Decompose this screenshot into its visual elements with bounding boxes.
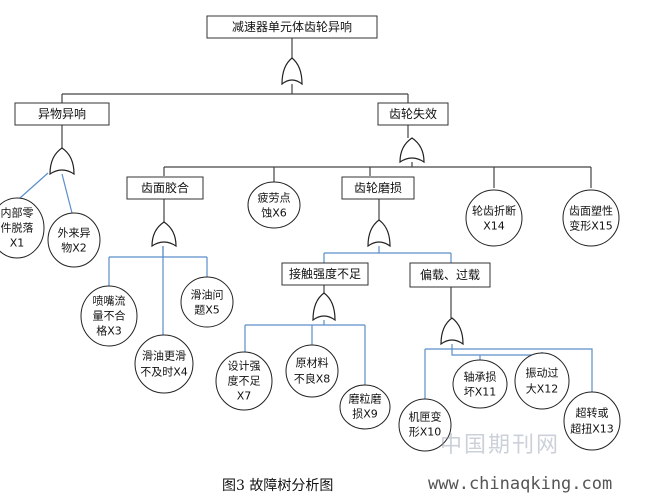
basic-event-x13: 超转或 超扭X13 xyxy=(563,391,621,451)
x11-line-2: 坏X11 xyxy=(464,386,497,399)
edge-contact-bus xyxy=(244,320,366,385)
x9-line-1: 磨粒磨 xyxy=(349,392,382,406)
node-gear-wear-label: 齿轮磨损 xyxy=(354,181,402,195)
node-face-glue-label: 齿面胶合 xyxy=(141,180,189,195)
basic-event-x5: 滑油问 题X5 xyxy=(180,276,234,328)
x14-line-2: X14 xyxy=(483,220,505,233)
edge-offload-bus xyxy=(424,344,593,400)
edge-top-bus xyxy=(61,84,409,103)
x4-line-2: 不及时X4 xyxy=(140,366,188,379)
edge-abnormal-x1 xyxy=(19,172,49,199)
x14-line-1: 轮齿折断 xyxy=(472,204,516,218)
basic-event-x14: 轮齿折断 X14 xyxy=(465,189,523,247)
watermark-url: www.chinaqking.com xyxy=(428,474,613,494)
or-gate-contact xyxy=(312,292,336,322)
basic-event-x8: 原材料 不良X8 xyxy=(285,344,339,398)
x6-line-2: 蚀X6 xyxy=(261,206,287,220)
x5-line-1: 滑油问 xyxy=(191,288,224,302)
node-offset-overload-label: 偏载、过载 xyxy=(420,267,480,282)
x7-line-1: 设计强 xyxy=(228,360,261,373)
x12-line-1: 振动过 xyxy=(526,366,559,380)
basic-event-x11: 轴承损 坏X11 xyxy=(452,359,508,409)
or-gate-gearfail xyxy=(399,137,425,164)
node-gear-failure: 齿轮失效 xyxy=(377,102,449,126)
basic-event-x9: 磨粒磨 损X9 xyxy=(339,384,391,430)
x1-line-1: 内部零 xyxy=(1,206,34,220)
x13-line-2: 超扭X13 xyxy=(570,422,614,436)
basic-event-x10: 机匣变 形X10 xyxy=(398,398,452,452)
basic-event-x7: 设计强 度不足 X7 xyxy=(215,351,273,411)
x15-line-2: 变形X15 xyxy=(569,219,613,233)
or-gate-offload xyxy=(440,317,464,346)
figure-caption: 图3 故障树分析图 xyxy=(222,478,334,494)
x5-line-2: 题X5 xyxy=(194,304,220,317)
node-contact-strength-label: 接触强度不足 xyxy=(289,266,361,281)
or-gate-faceglue xyxy=(151,221,177,248)
x2-line-2: 物X2 xyxy=(61,241,87,255)
x4-line-1: 滑油更滑 xyxy=(142,349,186,363)
node-gear-wear: 齿轮磨损 xyxy=(341,176,415,200)
x10-line-2: 形X10 xyxy=(409,426,442,439)
edge-gearwear-bus xyxy=(323,246,452,263)
basic-event-x6: 疲劳点 蚀X6 xyxy=(247,181,301,229)
node-abnormal-noise-label: 异物异响 xyxy=(38,106,86,121)
x10-line-1: 机匣变 xyxy=(409,410,442,424)
x2-line-1: 外来异 xyxy=(58,227,91,240)
x1-line-3: X1 xyxy=(10,237,25,250)
edge-gearfail-bus xyxy=(163,162,592,188)
node-top-event: 减速器单元体齿轮异响 xyxy=(206,15,378,39)
basic-event-x1: 内部零 件脱落 X1 xyxy=(0,197,45,259)
x7-line-3: X7 xyxy=(237,390,252,403)
x7-line-2: 度不足 xyxy=(228,374,261,388)
node-face-glue: 齿面胶合 xyxy=(126,176,204,200)
x8-line-1: 原材料 xyxy=(296,356,329,370)
basic-event-x2: 外来异 物X2 xyxy=(47,212,101,268)
x3-line-2: 量不合 xyxy=(93,309,126,323)
basic-event-x4: 滑油更滑 不及时X4 xyxy=(134,334,194,394)
node-offset-overload: 偏载、过载 xyxy=(409,262,491,288)
node-abnormal-noise: 异物异响 xyxy=(14,102,110,126)
x3-line-1: 喷嘴流 xyxy=(93,294,126,308)
x9-line-2: 损X9 xyxy=(352,407,378,421)
or-gate-abnormal xyxy=(49,147,75,176)
or-gate-gearwear xyxy=(367,219,391,248)
x1-line-2: 件脱落 xyxy=(1,221,34,235)
node-contact-strength: 接触强度不足 xyxy=(281,262,369,286)
basic-event-x3: 喷嘴流 量不合 格X3 xyxy=(80,285,138,347)
basic-event-x12: 振动过 大X12 xyxy=(514,352,570,410)
basic-event-x15: 齿面塑性 变形X15 xyxy=(562,189,620,247)
watermark-journal-name: 中国期刊网 xyxy=(440,433,561,458)
node-gear-failure-label: 齿轮失效 xyxy=(389,106,437,121)
x11-line-1: 轴承损 xyxy=(464,370,497,384)
x8-line-2: 不良X8 xyxy=(294,372,331,386)
x6-line-1: 疲劳点 xyxy=(258,191,291,205)
x3-line-3: 格X3 xyxy=(96,324,122,338)
node-top-event-label: 减速器单元体齿轮异响 xyxy=(232,19,352,34)
or-gate-top xyxy=(281,57,303,86)
x13-line-1: 超转或 xyxy=(576,406,609,420)
x15-line-1: 齿面塑性 xyxy=(569,204,613,218)
edge-abnormal-x2 xyxy=(61,173,73,214)
x12-line-2: 大X12 xyxy=(526,382,559,396)
